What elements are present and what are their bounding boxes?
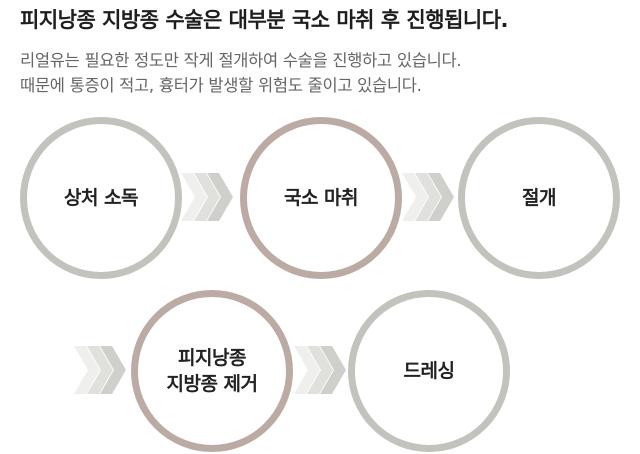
- step-label: 국소 마취: [283, 187, 359, 209]
- triple-chevron-right-icon: [294, 346, 346, 394]
- step-label: 절개: [522, 187, 556, 209]
- step-label: 드레싱: [403, 360, 455, 382]
- step-incision: 절개: [458, 117, 620, 279]
- triple-chevron-right-icon: [74, 346, 126, 394]
- step-dressing: 드레싱: [348, 290, 510, 452]
- process-description: 리얼유는 필요한 정도만 작게 절개하여 수술을 진행하고 있습니다. 때문에 …: [20, 48, 462, 98]
- step-label: 피지낭종 지방종 제거: [166, 347, 258, 395]
- step-cyst-lipoma-removal: 피지낭종 지방종 제거: [131, 290, 293, 452]
- description-line-1: 리얼유는 필요한 정도만 작게 절개하여 수술을 진행하고 있습니다.: [20, 51, 462, 70]
- description-line-2: 때문에 통증이 적고, 흉터가 발생할 위험도 줄이고 있습니다.: [20, 76, 422, 95]
- step-label: 상처 소독: [63, 187, 139, 209]
- triple-chevron-right-icon: [402, 173, 454, 221]
- step-disinfection: 상처 소독: [20, 117, 182, 279]
- step-local-anesthesia: 국소 마취: [240, 117, 402, 279]
- triple-chevron-right-icon: [181, 173, 233, 221]
- process-heading: 피지낭종 지방종 수술은 대부분 국소 마취 후 진행됩니다.: [20, 8, 509, 32]
